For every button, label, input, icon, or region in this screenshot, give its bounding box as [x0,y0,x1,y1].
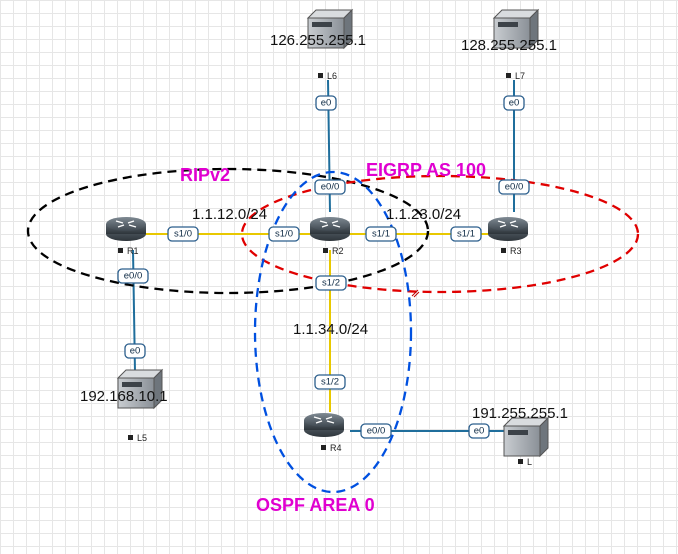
eigrp-area-title: EIGRP AS 100 [366,160,486,180]
svg-text:e0/0: e0/0 [321,182,340,193]
device-marker-icon [321,445,326,450]
l6-ip-label: 126.255.255.1 [270,32,366,49]
label-r3: R3 [510,246,522,256]
router-arrows-icon [313,416,335,424]
l7-ip-label: 128.255.255.1 [461,37,557,54]
ospf-area-ring[interactable] [253,170,413,494]
svg-text:s1/1: s1/1 [372,229,390,240]
l-ip-label: 191.255.255.1 [472,405,568,422]
label-r4: R4 [330,443,342,453]
router-r2[interactable] [310,217,350,241]
router-arrows-icon [497,220,519,228]
svg-text:e0/0: e0/0 [505,182,524,193]
server-slot-icon [122,382,142,387]
host-l7[interactable] [492,8,540,50]
address-labels: 126.255.255.1 128.255.255.1 192.168.10.1… [80,32,568,422]
router-r1[interactable] [106,217,146,241]
device-marker-icon [318,73,323,78]
rip-area-title: RIPv2 [180,165,230,185]
port-l-e0[interactable]: e0 [468,423,490,439]
area-titles: RIPv2 EIGRP AS 100 OSPF AREA 0 [180,160,486,515]
server-slot-icon [312,22,332,27]
svg-text:s1/0: s1/0 [174,229,192,240]
device-marker-icon [518,459,523,464]
host-l6[interactable] [306,8,354,50]
host-l[interactable] [502,416,550,458]
svg-text:e0/0: e0/0 [367,426,386,437]
device-marker-icon [118,248,123,253]
label-r2: R2 [332,246,344,256]
rip-area-ring[interactable] [26,167,430,295]
subnet-r1-r2-label: 1.1.12.0/24 [192,206,267,223]
label-l6: L6 [327,71,337,81]
label-r1: R1 [127,246,139,256]
port-labels: s1/0 e0/0 s1/0 e0/0 s1/1 s1/2 s1/1 e0/0 [117,95,530,439]
subnet-r2-r3-label: 1.1.23.0/24 [386,206,461,223]
device-marker-icon [501,248,506,253]
port-r1-e0-0[interactable]: e0/0 [117,268,149,284]
router-r3[interactable] [488,217,528,241]
svg-text:e0: e0 [130,346,141,357]
server-slot-icon [498,22,518,27]
area-rings [26,167,640,494]
device-marker-icon [323,248,328,253]
svg-text:s1/2: s1/2 [322,278,340,289]
device-labels: R1 R2 R3 R4 L6 L7 L5 L [118,71,532,467]
port-l6-e0[interactable]: e0 [315,95,337,111]
svg-text:s1/2: s1/2 [321,377,339,388]
label-l5: L5 [137,433,147,443]
eigrp-area-ring[interactable] [240,174,640,294]
port-l5-e0[interactable]: e0 [124,343,146,359]
device-marker-icon [506,73,511,78]
port-r2-s1-2[interactable]: s1/2 [315,275,347,291]
svg-text:e0/0: e0/0 [124,271,143,282]
ospf-area-title: OSPF AREA 0 [256,495,375,515]
server-slot-icon [508,430,528,435]
router-r4[interactable] [304,413,344,437]
device-marker-icon [128,435,133,440]
host-l5[interactable] [116,368,164,410]
subnet-r2-r4-label: 1.1.34.0/24 [293,321,368,338]
port-l7-e0[interactable]: e0 [503,95,525,111]
port-r2-s1-1[interactable]: s1/1 [365,226,397,242]
svg-text:e0: e0 [474,426,485,437]
svg-text:e0: e0 [509,98,520,109]
svg-text:s1/0: s1/0 [275,229,293,240]
svg-text:e0: e0 [321,98,332,109]
port-r1-s1-0[interactable]: s1/0 [167,226,199,242]
router-arrows-icon [115,220,137,228]
svg-text:s1/1: s1/1 [457,229,475,240]
port-r4-e0-0[interactable]: e0/0 [360,423,392,439]
resize-handle-icon [411,289,420,298]
label-l: L [527,457,532,467]
l5-ip-label: 192.168.10.1 [80,388,168,405]
port-r3-s1-1[interactable]: s1/1 [450,226,482,242]
port-r2-s1-0[interactable]: s1/0 [268,226,300,242]
router-arrows-icon [319,220,341,228]
port-r2-e0-0[interactable]: e0/0 [314,179,346,195]
port-r4-s1-2[interactable]: s1/2 [314,374,346,390]
label-l7: L7 [515,71,525,81]
port-r3-e0-0[interactable]: e0/0 [498,179,530,195]
